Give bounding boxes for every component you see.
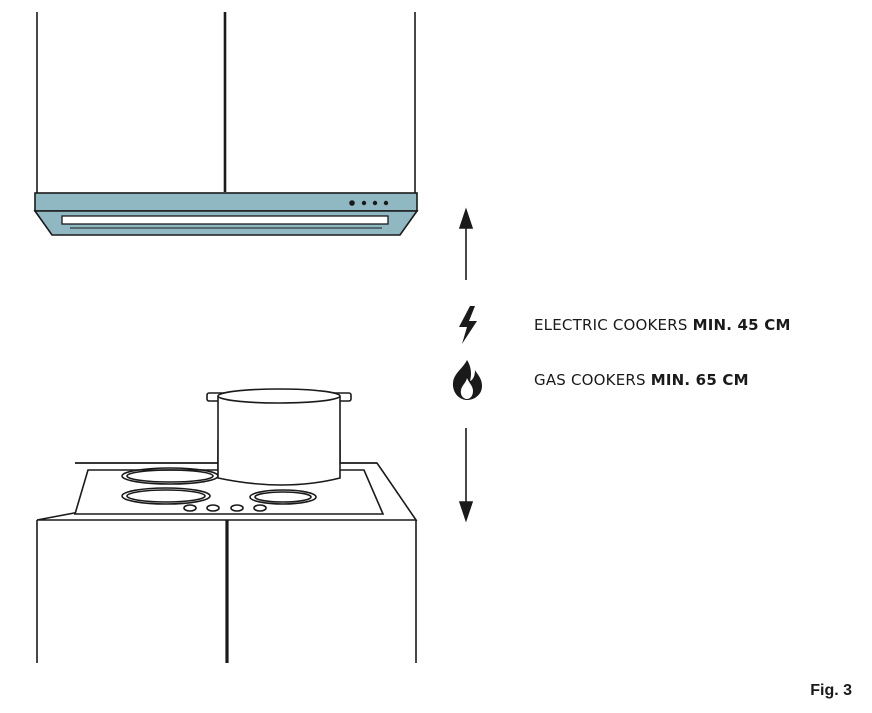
gas-cookers-distance: MIN. 65 CM bbox=[650, 371, 749, 389]
electric-cookers-text: ELECTRIC COOKERS bbox=[534, 316, 688, 334]
range-hood bbox=[33, 192, 419, 236]
double-arrow-icon bbox=[458, 207, 474, 523]
electric-cookers-label: ELECTRIC COOKERS MIN. 45 CM bbox=[534, 316, 791, 334]
upper-cabinets bbox=[36, 12, 416, 194]
electric-cookers-distance: MIN. 45 CM bbox=[692, 316, 791, 334]
countertop bbox=[36, 440, 418, 521]
figure-caption: Fig. 3 bbox=[810, 682, 852, 699]
lightning-bolt-icon bbox=[459, 306, 477, 344]
flame-icon bbox=[452, 360, 482, 400]
gas-cookers-label: GAS COOKERS MIN. 65 CM bbox=[534, 371, 749, 389]
lower-cabinets bbox=[36, 520, 417, 663]
gas-cookers-text: GAS COOKERS bbox=[534, 371, 646, 389]
